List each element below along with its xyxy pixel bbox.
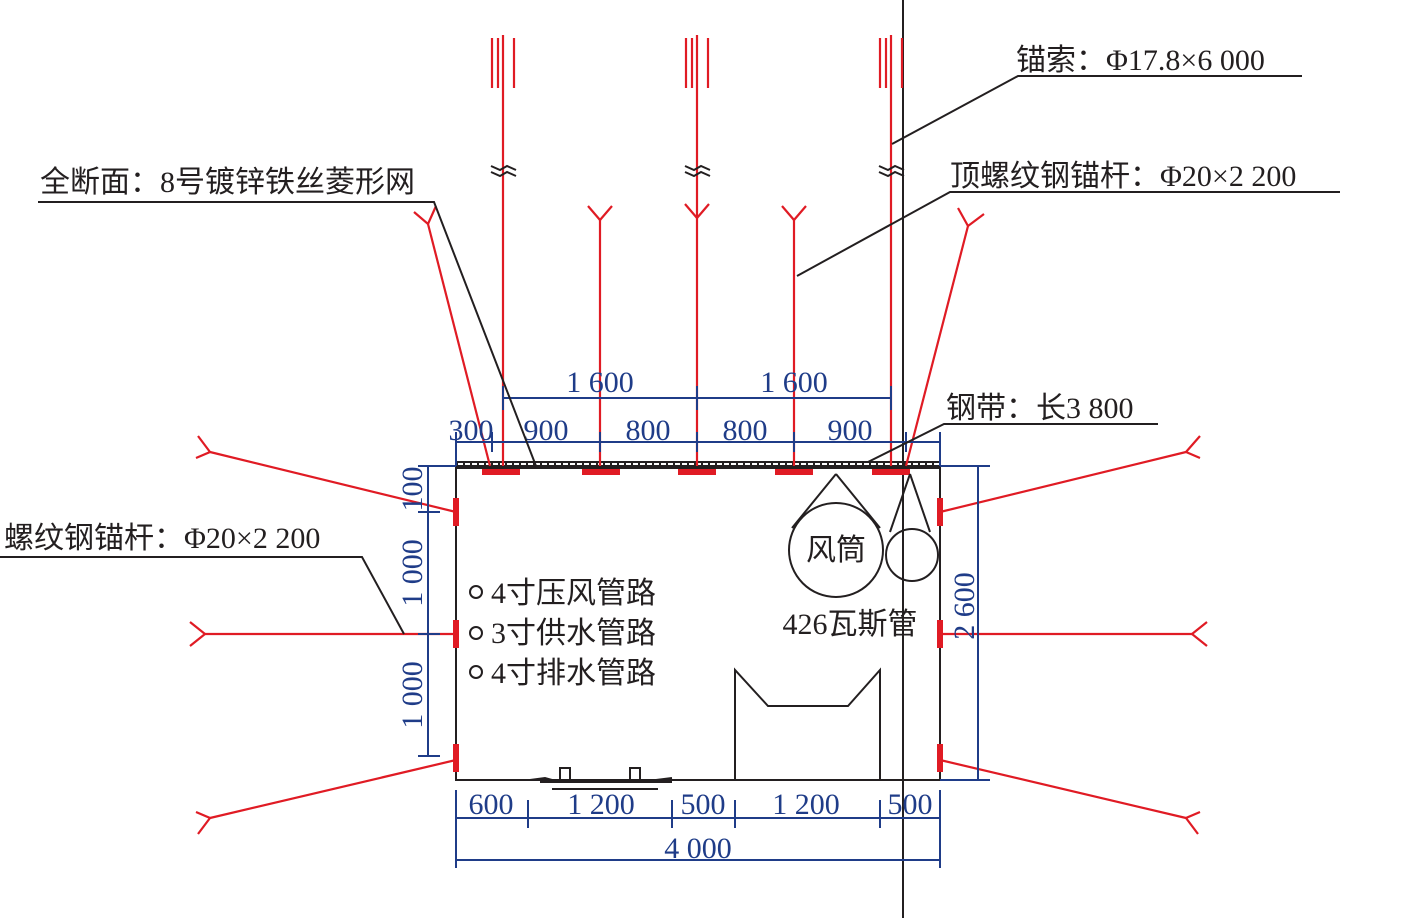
roof-bolt-angled xyxy=(413,205,492,467)
dim-bottom: 1 200 xyxy=(772,788,840,821)
full-section-label: 全断面：8号镀锌铁丝菱形网 xyxy=(40,166,415,199)
rails xyxy=(529,767,673,790)
dim-bottom: 500 xyxy=(888,788,933,821)
dim-left-side: 1 000 xyxy=(396,661,429,729)
leader-lines xyxy=(0,75,1340,635)
dim-cable-spacing: 1 600 xyxy=(566,366,634,399)
roof-bolt xyxy=(684,203,710,220)
roof-bolt xyxy=(587,205,613,466)
roof-bolt-label: 顶螺纹钢锚杆：Φ20×2 200 xyxy=(950,160,1296,193)
anchor-cable-label: 锚索：Φ17.8×6 000 xyxy=(1016,44,1265,77)
dim-roof: 900 xyxy=(828,414,873,447)
dim-right-height: 2 600 xyxy=(948,572,981,640)
dimension-lines xyxy=(418,386,990,868)
roof-bolt-angled xyxy=(904,207,985,467)
dim-bottom: 600 xyxy=(469,788,514,821)
side-bolt-label: 螺纹钢锚杆：Φ20×2 200 xyxy=(4,522,320,555)
pipe-label: 4寸排水管路 xyxy=(491,657,656,690)
mine-car xyxy=(734,667,881,780)
pipe-list: 4寸压风管路 3寸供水管路 4寸排水管路 xyxy=(469,577,656,690)
dim-roof: 300 xyxy=(449,414,494,447)
dim-roof: 900 xyxy=(524,414,569,447)
dim-bottom: 1 200 xyxy=(567,788,635,821)
gas-pipe: 426瓦斯管 xyxy=(783,473,939,641)
dim-cable-spacing: 1 600 xyxy=(760,366,828,399)
dim-roof: 800 xyxy=(723,414,768,447)
air-duct: 风筒 xyxy=(788,473,884,598)
gas-pipe-label: 426瓦斯管 xyxy=(783,608,918,641)
roof-bolt xyxy=(781,205,807,466)
dim-bottom: 500 xyxy=(681,788,726,821)
air-duct-label: 风筒 xyxy=(806,534,866,567)
dim-left-side: 100 xyxy=(396,467,429,512)
pipe-label: 3寸供水管路 xyxy=(491,617,656,650)
dim-left-side: 1 000 xyxy=(396,539,429,607)
pipe-label: 4寸压风管路 xyxy=(491,577,656,610)
dim-roof: 800 xyxy=(626,414,671,447)
dim-total-width: 4 000 xyxy=(664,832,732,865)
roof-bolts xyxy=(413,203,985,467)
steel-strip-label: 钢带：长3 800 xyxy=(946,392,1134,425)
side-bolts xyxy=(189,435,1208,835)
